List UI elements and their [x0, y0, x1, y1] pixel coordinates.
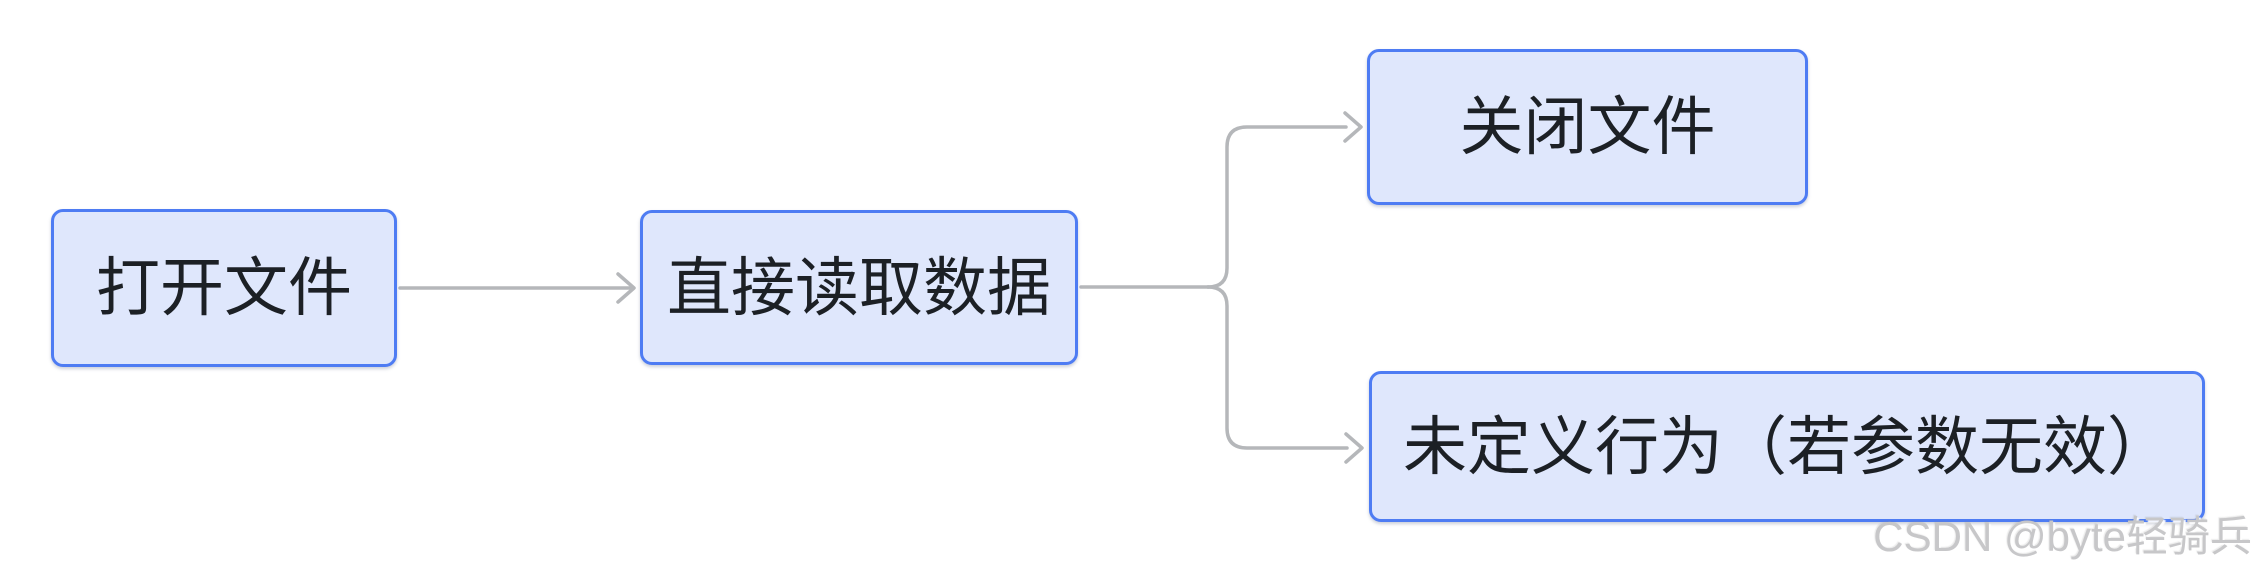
edge-read-to-undefined: [1206, 285, 1349, 450]
flow-node-close-file: 关闭文件: [1367, 49, 1808, 205]
arrowhead-read-to-undefined-icon: [1344, 432, 1364, 464]
arrowhead-read-to-close-icon: [1343, 111, 1363, 143]
csdn-watermark: CSDN @byte轻骑兵: [1873, 513, 2252, 560]
arrowhead-open-to-read-icon: [616, 272, 636, 304]
flow-node-undefined-behavior: 未定义行为（若参数无效）: [1369, 371, 2205, 522]
flow-node-read-data: 直接读取数据: [640, 210, 1078, 365]
flow-node-open-file: 打开文件: [51, 209, 397, 367]
edge-read-to-close: [1206, 125, 1348, 289]
